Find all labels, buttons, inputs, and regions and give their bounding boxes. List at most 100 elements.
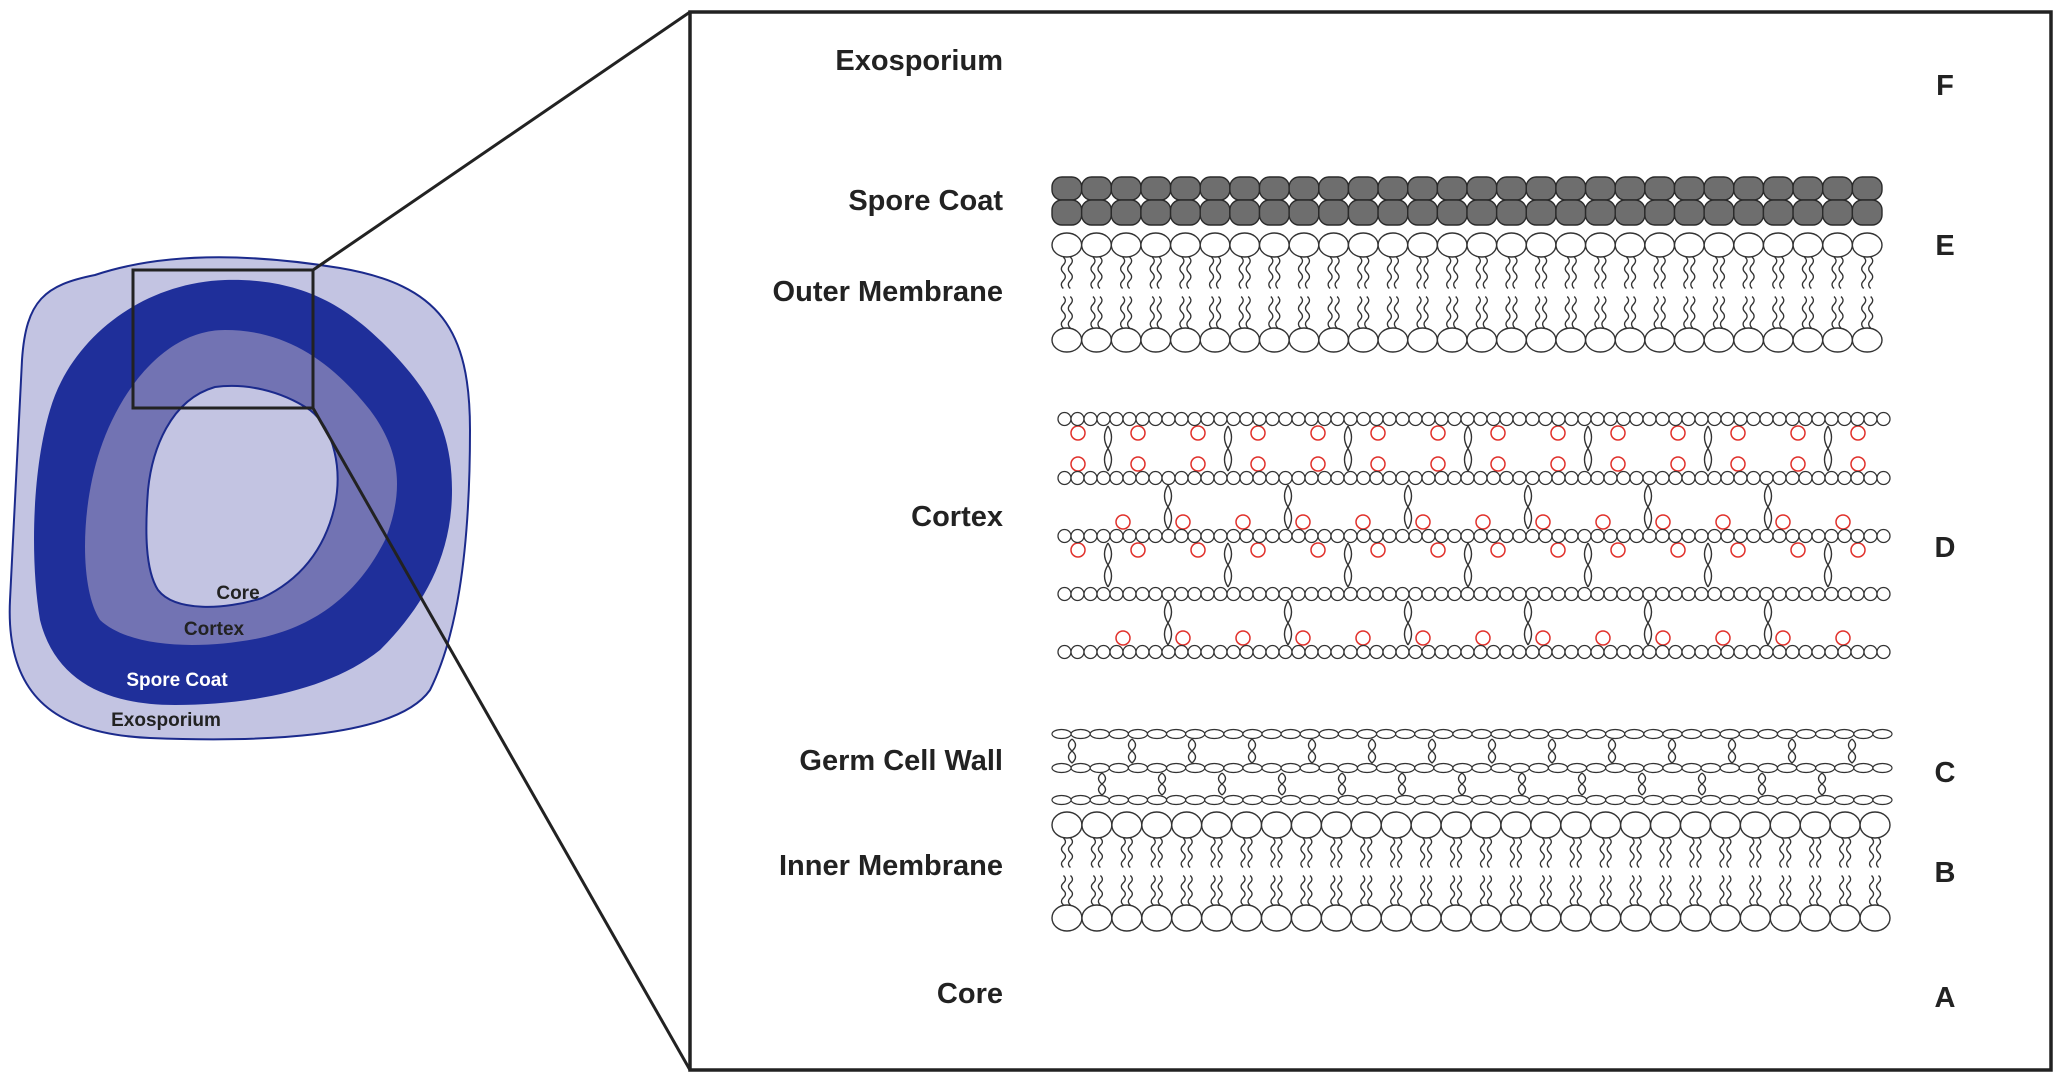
cortex-glycan-unit (1096, 528, 1111, 544)
germ-wall-glycan-unit (1585, 728, 1607, 740)
cortex-glycan-unit (1629, 586, 1644, 602)
lipid-tail (1090, 875, 1097, 906)
cortex-glycan-unit (1174, 470, 1189, 486)
lipid-tail (1838, 256, 1844, 289)
cortex-glycan-unit (1499, 528, 1514, 544)
cortex-glycan-unit (1746, 528, 1761, 544)
lipid-tail (1268, 256, 1274, 289)
lipid-tail (1150, 837, 1156, 868)
lipid-head (1525, 232, 1557, 258)
cortex-glycan-unit (1421, 411, 1436, 427)
germ-wall-glycan-unit (1165, 728, 1187, 740)
muramic-lactam (1790, 425, 1806, 441)
cortex-glycan-unit (1811, 411, 1826, 427)
cortex-glycan-unit (1798, 411, 1813, 427)
cortex-glycan-unit (1759, 470, 1774, 486)
muramic-lactam (1775, 630, 1791, 646)
lipid-head (1320, 811, 1352, 839)
cortex-glycan-unit (1161, 411, 1176, 427)
lipid-head (1260, 811, 1293, 839)
lipid-tail (1712, 296, 1719, 329)
muramic-lactam (1790, 542, 1806, 558)
germ-wall-glycan-unit (1643, 762, 1664, 774)
cortex-glycan-unit (1278, 644, 1293, 660)
cortex-glycan-unit (1148, 644, 1163, 660)
lipid-head (1140, 327, 1172, 353)
germ-wall-glycan-unit (1757, 794, 1779, 806)
lipid-tail (1801, 296, 1808, 329)
zoom-connector-top (312, 10, 691, 272)
lipid-tail (1210, 875, 1216, 906)
spore-coat-blob (1762, 199, 1794, 226)
lipid-tail (1756, 837, 1762, 868)
germ-wall-glycan-unit (1738, 728, 1759, 740)
spore-coat-blob (1258, 176, 1290, 201)
lipid-head (1440, 811, 1472, 839)
cortex-glycan-unit (1551, 644, 1566, 660)
lipid-head (1051, 811, 1083, 839)
lipid-head (1495, 327, 1527, 353)
cortex-glycan-unit (1122, 411, 1137, 427)
lipid-head (1590, 904, 1622, 932)
cortex-glycan-unit (1772, 528, 1787, 544)
lipid-head (1530, 904, 1562, 932)
lipid-tail (1277, 837, 1283, 868)
cortex-glycan-unit (1590, 644, 1605, 660)
germ-wall-glycan-unit (1280, 794, 1301, 806)
cortex-glycan-unit (1187, 528, 1202, 544)
lipid-tail (1423, 296, 1429, 329)
cortex-glycan-unit (1876, 411, 1891, 427)
lipid-tail (1636, 875, 1642, 906)
germ-wall-glycan-unit (1433, 762, 1454, 774)
lipid-tail (1217, 837, 1223, 868)
germ-wall-glycan-unit (1738, 794, 1759, 806)
cortex-glycan-unit (1330, 411, 1345, 427)
germ-wall-crosslink (1727, 738, 1737, 764)
germ-wall-glycan-unit (1585, 762, 1607, 774)
lipid-tail (1653, 296, 1659, 329)
cortex-crosslink (1823, 542, 1833, 588)
muramic-lactam (1250, 425, 1266, 441)
cortex-glycan-unit (1122, 528, 1137, 544)
germ-wall-glycan-unit (1318, 794, 1339, 806)
lipid-tail (1127, 875, 1133, 906)
cortex-glycan-unit (1512, 528, 1527, 544)
cortex-glycan-unit (1187, 586, 1202, 602)
cortex-glycan-unit (1408, 411, 1423, 427)
lipid-head (1560, 811, 1592, 839)
lipid-head (1288, 327, 1320, 353)
spore-coat-blob (1733, 199, 1765, 226)
germ-wall-glycan-unit (1261, 728, 1282, 740)
cortex-glycan-unit (1785, 528, 1800, 544)
lipid-tail (1696, 837, 1702, 868)
germ-wall-glycan-unit (1165, 794, 1187, 806)
germ-wall-glycan-unit (1547, 794, 1569, 806)
cortex-glycan-unit (1382, 644, 1397, 660)
germ-wall-glycan-unit (1834, 794, 1855, 806)
germ-wall-glycan-unit (1681, 728, 1702, 740)
cortex-glycan-unit (1681, 586, 1696, 602)
cortex-glycan-unit (1083, 528, 1098, 544)
cortex-glycan-unit (1395, 528, 1410, 544)
cortex-glycan-unit (1642, 586, 1657, 602)
muramic-lactam (1490, 542, 1506, 558)
lipid-tail (1215, 296, 1222, 329)
lipid-tail (1157, 837, 1163, 868)
lipid-tail (1186, 256, 1192, 289)
lipid-tail (1719, 296, 1726, 329)
cortex-glycan-unit (1759, 644, 1774, 660)
cortex-glycan-unit (1161, 586, 1176, 602)
cortex-glycan-unit (1486, 586, 1501, 602)
lipid-tail (1831, 296, 1837, 329)
lipid-head (1380, 904, 1412, 932)
germ-wall-crosslink (1277, 772, 1287, 796)
lipid-tail (1208, 296, 1215, 329)
lipid-tail (1809, 837, 1815, 868)
germ-wall-crosslink (1667, 738, 1677, 764)
germ-cell-wall-illustration (1051, 728, 1893, 806)
cortex-glycan-unit (1616, 411, 1631, 427)
cortex-glycan-unit (1356, 470, 1371, 486)
cortex-glycan-unit (1473, 470, 1488, 486)
lipid-head (1709, 904, 1742, 932)
lipid-head (1649, 811, 1682, 839)
